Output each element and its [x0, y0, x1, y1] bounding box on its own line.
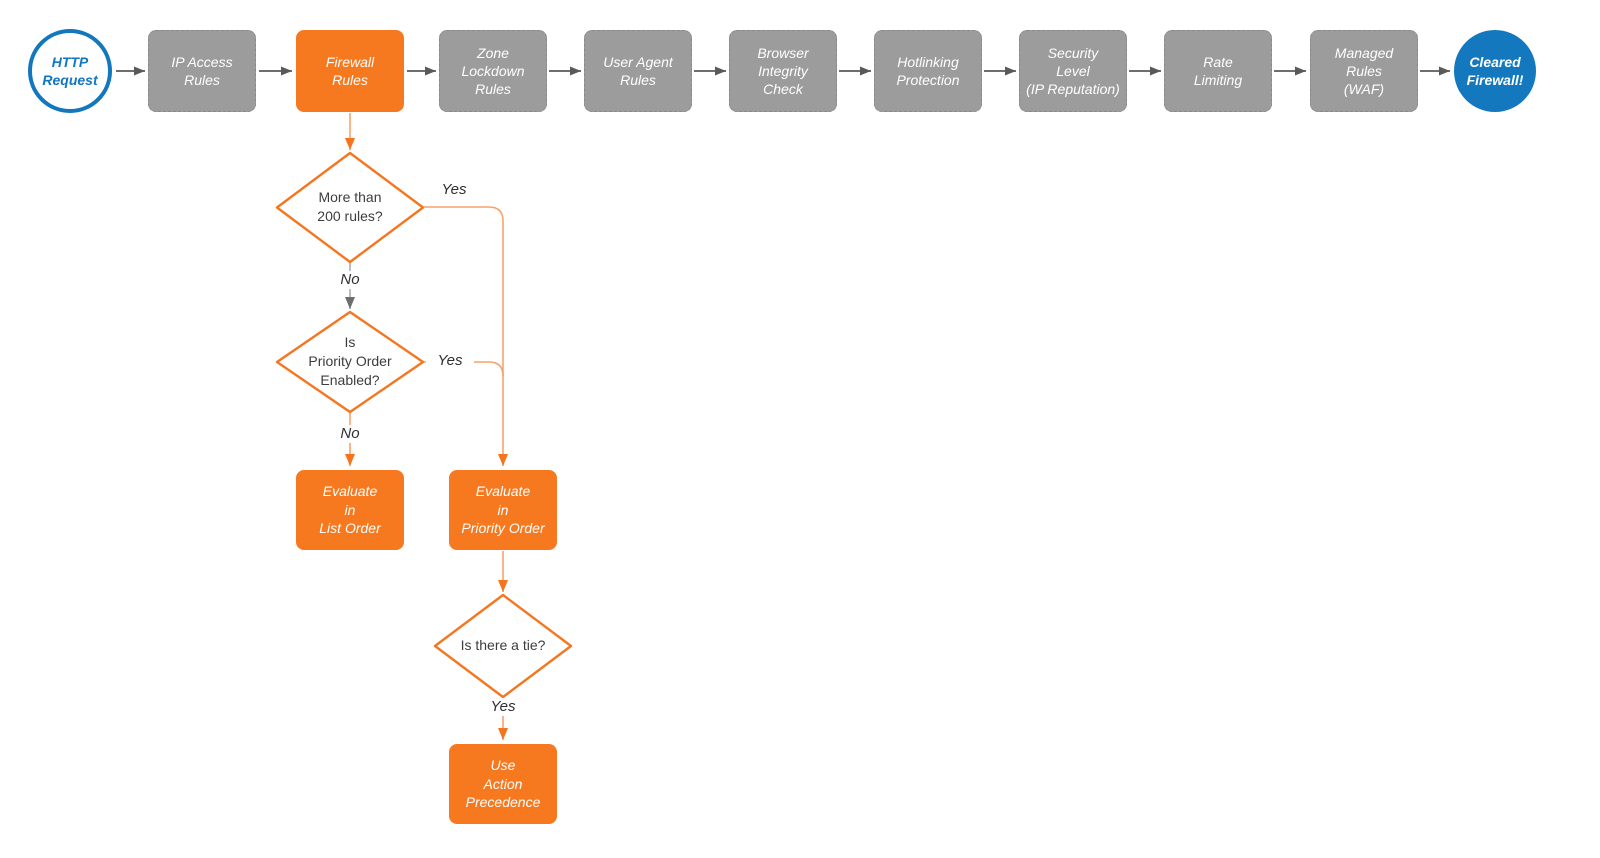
step-zone-lockdown-rules: Zone Lockdown Rules [439, 30, 547, 112]
decision-rule-count-question: More than 200 rules? [317, 189, 383, 225]
connector-rule-count-yes [424, 206, 508, 466]
end-node-label: Cleared Firewall! [1466, 53, 1524, 88]
step-label: IP Access Rules [171, 53, 233, 88]
box-evaluate-in-list-order: Evaluate in List Order [296, 470, 404, 550]
step-browser-integrity-check: Browser Integrity Check [729, 30, 837, 112]
step-label: User Agent Rules [603, 53, 673, 88]
step-user-agent-rules: User Agent Rules [584, 30, 692, 112]
step-managed-rules-waf: Managed Rules (WAF) [1310, 30, 1418, 112]
end-node-cleared-firewall: Cleared Firewall! [1454, 30, 1536, 112]
box-evaluate-in-priority-order: Evaluate in Priority Order [449, 470, 557, 550]
step-firewall-rules: Firewall Rules [296, 30, 404, 112]
step-label: Managed Rules (WAF) [1334, 44, 1394, 98]
step-ip-access-rules: IP Access Rules [148, 30, 256, 112]
edge-label-priority-order-yes: Yes [426, 352, 474, 370]
step-label: Zone Lockdown Rules [461, 44, 525, 98]
decision-priority-order-question: Is Priority Order Enabled? [308, 334, 392, 389]
start-node-label: HTTP Request [42, 53, 98, 88]
decision-tie-question: Is there a tie? [460, 637, 546, 653]
step-hotlinking-protection: Hotlinking Protection [874, 30, 982, 112]
edge-label-rule-count-no: No [326, 271, 374, 289]
start-node-http-request: HTTP Request [28, 29, 112, 113]
box-label: Evaluate in List Order [319, 482, 381, 537]
edge-label-tie-yes: Yes [479, 698, 527, 716]
step-label: Firewall Rules [325, 53, 375, 88]
box-use-action-precedence: Use Action Precedence [449, 744, 557, 824]
step-label: Rate Limiting [1193, 53, 1243, 88]
step-label: Hotlinking Protection [896, 53, 960, 88]
box-label: Use Action Precedence [465, 756, 541, 811]
edge-label-priority-order-no: No [326, 425, 374, 443]
step-label: Security Level (IP Reputation) [1026, 44, 1120, 98]
step-security-level: Security Level (IP Reputation) [1019, 30, 1127, 112]
edge-label-rule-count-yes: Yes [441, 181, 467, 198]
box-label: Evaluate in Priority Order [461, 482, 545, 537]
step-rate-limiting: Rate Limiting [1164, 30, 1272, 112]
step-label: Browser Integrity Check [757, 44, 809, 98]
